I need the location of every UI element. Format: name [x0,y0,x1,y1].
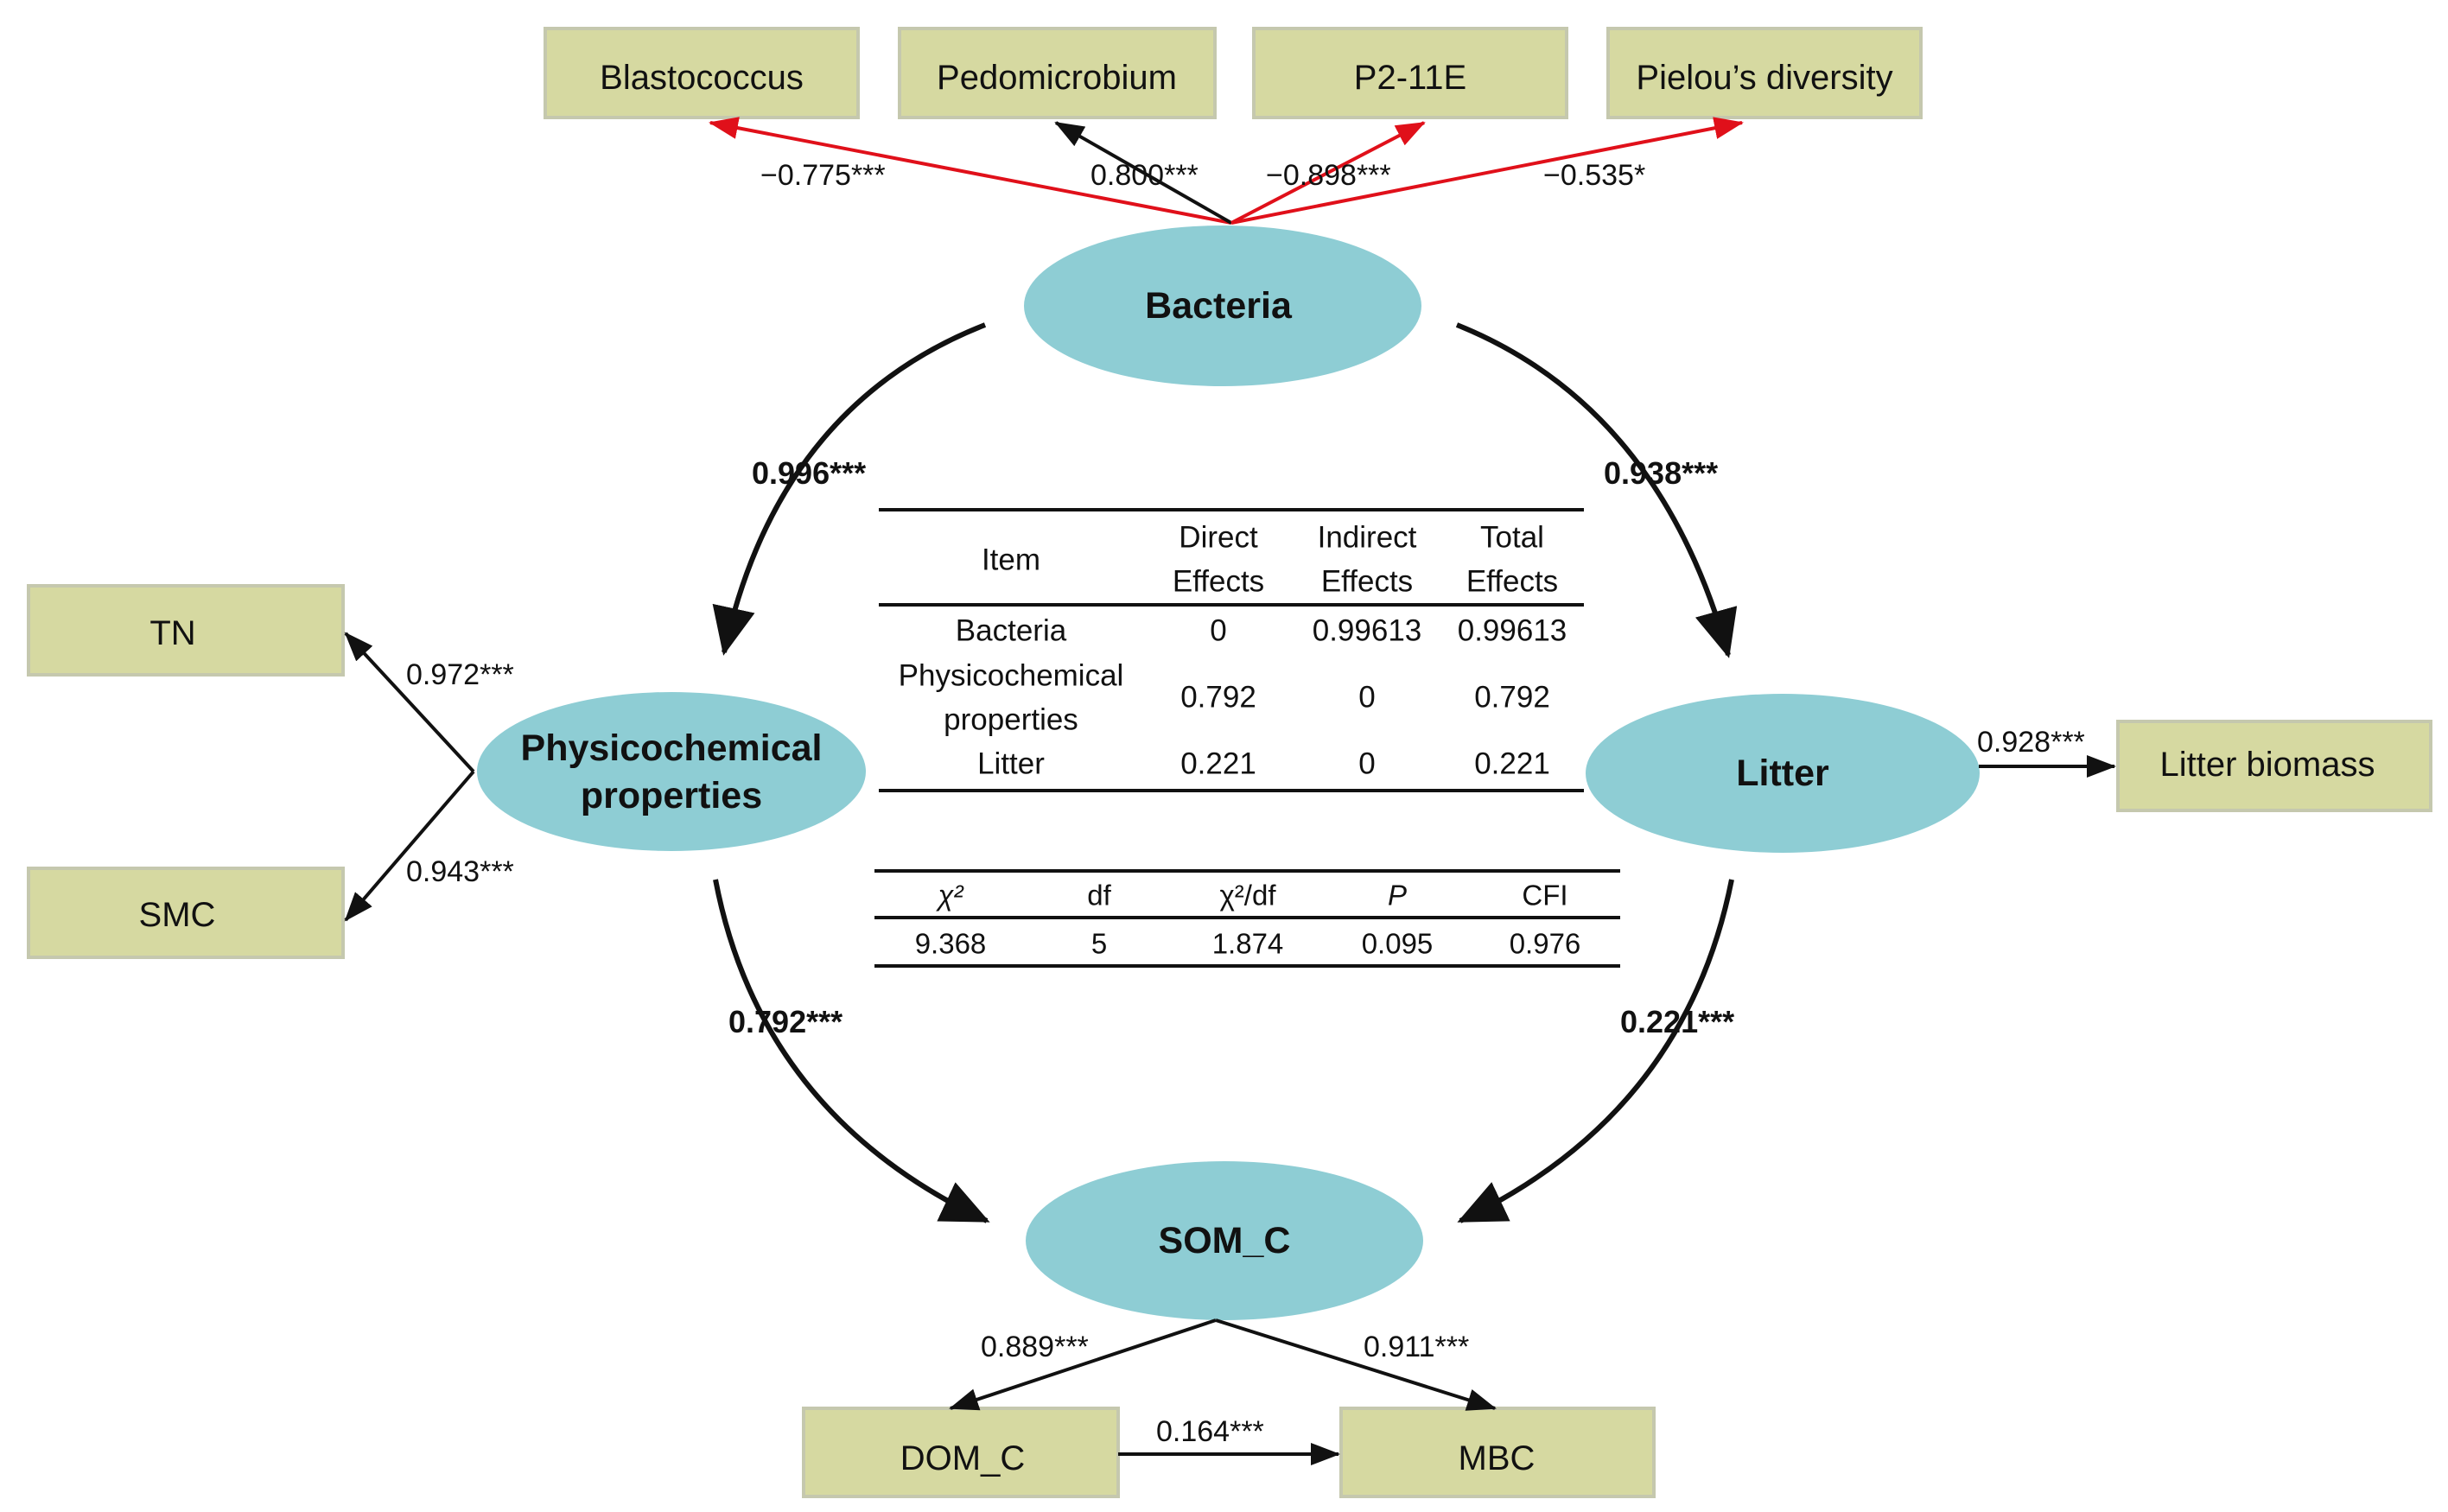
path-bacteria-litter [1455,322,1738,658]
node-bacteria-label: Bacteria [1145,285,1293,327]
arrow-bacteria-pielou [1230,117,1744,225]
node-litter-label: Litter [1736,753,1829,794]
fit-value-df: 5 [1091,928,1107,960]
node-physicochemical-properties: Physicochemical properties [477,692,866,851]
effects-row1-item: Bacteria [956,614,1067,648]
arrow-bacteria-p2-11e [1230,121,1426,225]
effects-row3-direct: 0.221 [1180,747,1256,781]
effects-header-item: Item [982,543,1040,577]
effects-row2-total: 0.792 [1474,681,1550,715]
indicator-tn-label: TN [149,614,195,652]
indicator-litter-biomass-label: Litter biomass [2160,746,2375,784]
loading-litter-biomass: 0.928*** [1977,726,2085,759]
node-physicochemical-label-line2: properties [581,775,762,816]
fit-header-p: P [1388,880,1407,912]
effects-row1-total: 0.99613 [1458,614,1567,648]
fit-table: χ² df χ²/df P CFI 9.368 5 1.874 0.095 0.… [874,869,1620,968]
arrow-som-dom-c [949,1318,1217,1411]
effects-row2-item-line2: properties [944,703,1078,737]
path-coef-litter-som: 0.221*** [1620,1004,1734,1039]
arrow-physicochemical-smc [344,770,475,922]
loading-pielou: −0.535* [1543,159,1645,192]
indicator-smc-label: SMC [139,896,216,934]
path-litter-som [1457,879,1734,1223]
loading-smc: 0.943*** [406,855,514,888]
effects-row3-indirect: 0 [1358,747,1375,781]
effects-row3-item: Litter [977,747,1045,781]
indicator-dom-c-label: DOM_C [900,1439,1025,1477]
node-bacteria: Bacteria [1024,226,1421,386]
indicator-mbc-label: MBC [1459,1439,1536,1477]
path-coef-bacteria-physicochemical: 0.996*** [752,455,866,491]
loading-p2-11e: −0.898*** [1266,159,1391,192]
loading-mbc: 0.911*** [1364,1331,1469,1363]
indicator-blastococcus-label: Blastococcus [600,59,804,97]
fit-value-chi2: 9.368 [915,928,987,960]
effects-header-total-line2: Effects [1466,565,1558,599]
effects-row3-total: 0.221 [1474,747,1550,781]
indicator-p2-11e: P2-11E [1252,27,1568,119]
effects-header-indirect-line2: Effects [1321,565,1413,599]
fit-header-cfi: CFI [1522,880,1567,912]
indicator-blastococcus: Blastococcus [544,27,860,119]
loading-dom-c: 0.889*** [981,1331,1089,1363]
loading-pedomicrobium: 0.800*** [1090,159,1199,192]
fit-value-p: 0.095 [1362,928,1434,960]
indicator-pedomicrobium: Pedomicrobium [898,27,1217,119]
indicator-p2-11e-label: P2-11E [1354,59,1466,97]
path-bacteria-physicochemical [712,322,987,656]
node-som-c: SOM_C [1026,1161,1423,1320]
effects-row2-direct: 0.792 [1180,681,1256,715]
path-physicochemical-som [713,879,990,1223]
node-litter: Litter [1586,694,1980,853]
effects-header-direct-line1: Direct [1179,521,1258,555]
arrow-physicochemical-tn [344,632,475,773]
loading-blastococcus: −0.775*** [760,159,886,192]
arrow-bacteria-pedomicrobium [1054,121,1232,225]
arrow-som-mbc [1215,1318,1497,1411]
path-coef-physicochemical-som: 0.792*** [728,1004,842,1039]
indicator-pedomicrobium-label: Pedomicrobium [937,59,1177,97]
indicator-pielou-diversity-label: Pielou’s diversity [1636,59,1892,97]
effects-row2-item-line1: Physicochemical [899,659,1124,693]
indicator-pielou-diversity: Pielou’s diversity [1606,27,1923,119]
loading-dom-c-mbc: 0.164*** [1156,1415,1264,1448]
indicator-smc: SMC [27,867,345,959]
effects-table: Item Direct Effects Indirect Effects Tot… [879,508,1584,792]
effects-header-indirect-line1: Indirect [1318,521,1417,555]
node-som-c-label: SOM_C [1159,1220,1291,1261]
effects-row2-indirect: 0 [1358,681,1375,715]
effects-header-total-line1: Total [1480,521,1544,555]
arrow-bacteria-blastococcus [709,117,1232,225]
indicator-tn: TN [27,584,345,677]
effects-row1-direct: 0 [1210,614,1226,648]
path-coef-bacteria-litter: 0.938*** [1604,455,1718,491]
indicator-mbc: MBC [1339,1407,1656,1498]
fit-header-chi2-df: χ²/df [1219,880,1276,912]
loading-tn: 0.972*** [406,658,514,691]
fit-header-df: df [1087,880,1111,912]
indicator-litter-biomass: Litter biomass [2116,720,2432,812]
effects-row1-indirect: 0.99613 [1313,614,1422,648]
indicator-dom-c: DOM_C [802,1407,1120,1498]
fit-header-chi2: χ² [935,880,963,912]
fit-value-chi2-df: 1.874 [1212,928,1284,960]
fit-value-cfi: 0.976 [1510,928,1581,960]
node-physicochemical-label-line1: Physicochemical [521,727,823,769]
effects-header-direct-line2: Effects [1173,565,1264,599]
